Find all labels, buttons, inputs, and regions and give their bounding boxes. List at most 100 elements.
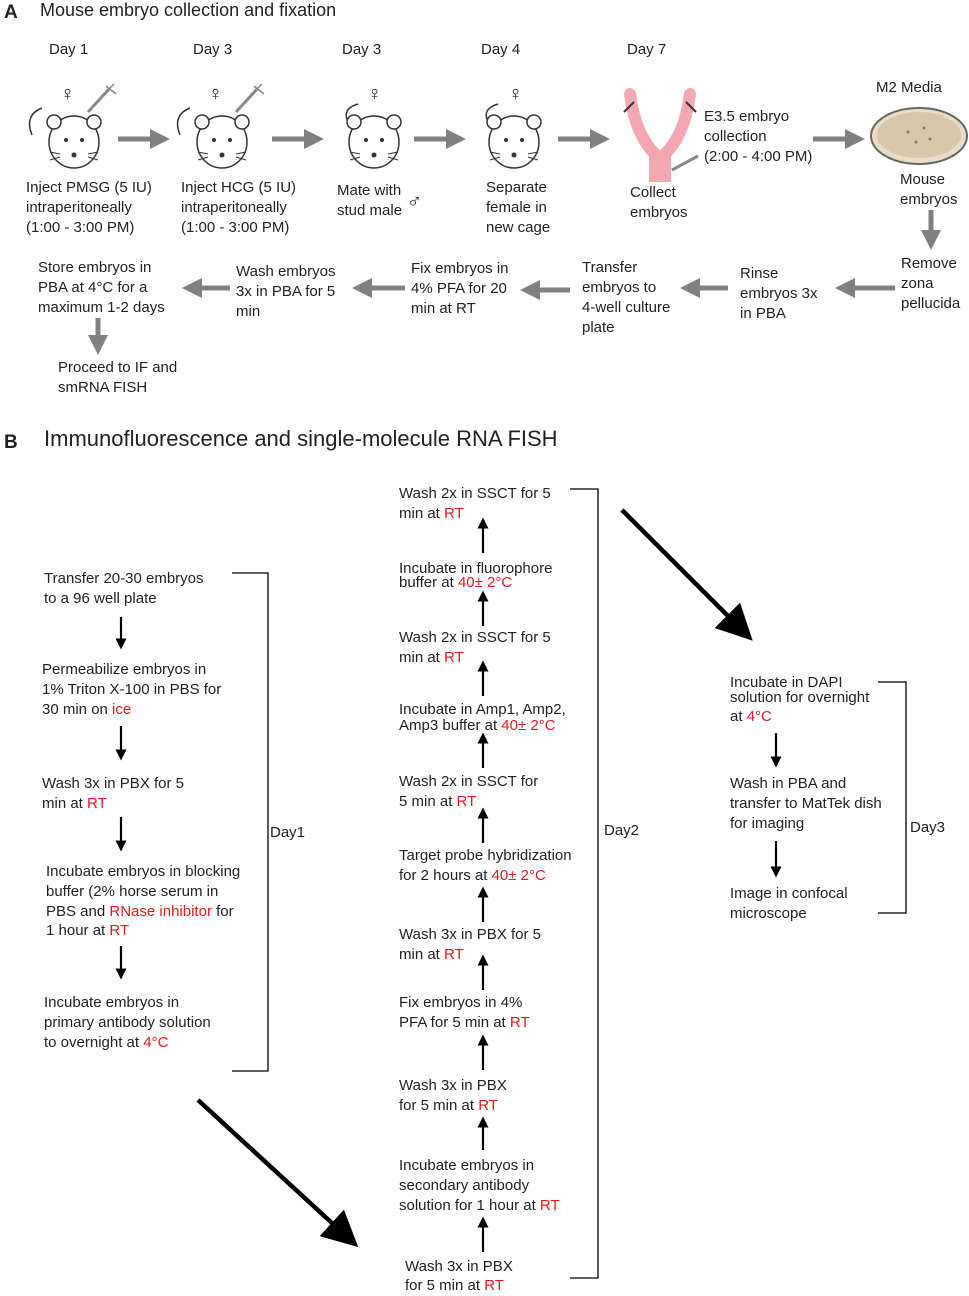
step-separate-2: female in (486, 199, 547, 216)
female-symbol-2: ♀ (208, 83, 223, 105)
rinse-1: Rinse (740, 265, 779, 282)
female-symbol-4: ♀ (508, 83, 523, 105)
d1-step5-l2: primary antibody solution (44, 1014, 211, 1031)
transfer-2: embryos to (582, 279, 657, 296)
d1-step4-l1: Incubate embryos in blocking (46, 863, 241, 880)
d2-step6-l1: Target probe hybridization (399, 847, 572, 864)
d2-step2-l1: Incubate embryos in (399, 1157, 535, 1174)
panel-b-title: Immunofluorescence and single-molecule R… (44, 426, 558, 451)
day2-bracket (570, 488, 599, 1279)
d2-step3-l1: Wash 3x in PBX (399, 1077, 507, 1094)
mouse-embryos-2: embryos (900, 191, 958, 208)
transfer-1: Transfer (582, 259, 638, 276)
d2-step2-l2: secondary antibody (399, 1177, 530, 1194)
d2-step4-l1: Fix embryos in 4% (399, 994, 523, 1011)
step-inject-hcg-3: (1:00 - 3:00 PM) (181, 219, 290, 236)
step-mate-1: Mate with (337, 182, 402, 199)
rinse-2: embryos 3x (740, 285, 818, 302)
d2-step5-l2: min at RT (399, 946, 464, 963)
d3-step1-l1: Incubate in DAPI (730, 674, 843, 691)
fix-3: min at RT (411, 300, 476, 317)
day-label-1: Day 1 (49, 41, 89, 58)
d1-step3-l2: min at RT (42, 795, 107, 812)
d2-step6-l2: for 2 hours at 40± 2°C (399, 867, 546, 884)
remove-zona-1: Remove (901, 255, 957, 272)
d2-step10-l1: Incubate in fluorophore (399, 560, 553, 577)
d2-step9-l2: min at RT (399, 649, 464, 666)
mouse-icon-2 (176, 83, 265, 169)
d2-step8-l2: Amp3 buffer at 40± 2°C (399, 717, 556, 734)
d1-step2-l2: 1% Triton X-100 in PBS for (42, 681, 222, 698)
step-mate-2: stud male (337, 202, 403, 219)
d1-step3-l1: Wash 3x in PBX for 5 (42, 775, 185, 792)
d2-step7-l1: Wash 2x in SSCT for (399, 773, 539, 790)
d1-step2-l3: 30 min on ice (42, 701, 132, 718)
e35-label-1: E3.5 embryo (704, 108, 790, 125)
d2-step1-l2: for 5 min at RT (405, 1277, 504, 1294)
store-2: PBA at 4°C for a (38, 279, 148, 296)
day2-label: Day2 (604, 822, 640, 839)
e35-label-2: collection (704, 128, 767, 145)
mouse-embryos-1: Mouse (900, 171, 946, 188)
step-collect-1: Collect (630, 184, 676, 201)
male-symbol: ♂ (407, 191, 422, 213)
d2-step8-l1: Incubate in Amp1, Amp2, (399, 701, 566, 718)
day1-label: Day1 (270, 824, 306, 841)
step-inject-hcg-1: Inject HCG (5 IU) (181, 179, 297, 196)
day-label-5: Day 7 (627, 41, 667, 58)
day1-bracket (232, 572, 269, 1072)
fix-1: Fix embryos in (411, 260, 509, 277)
d1-step1-l2: to a 96 well plate (44, 590, 157, 607)
petri-dish-icon (870, 107, 968, 165)
step-inject-pmsg-1: Inject PMSG (5 IU) (26, 179, 152, 196)
d2-step9-l1: Wash 2x in SSCT for 5 (399, 629, 551, 646)
d2-step10-l2: buffer at 40± 2°C (399, 574, 513, 591)
d1-step2-l1: Permeabilize embryos in (42, 661, 207, 678)
d1-step1-l1: Transfer 20-30 embryos (44, 570, 204, 587)
wash-1: Wash embryos (236, 263, 336, 280)
day-label-3: Day 3 (342, 41, 382, 58)
step-separate-3: new cage (486, 219, 551, 236)
fix-2: 4% PFA for 20 (411, 280, 507, 297)
d2-step2-l3: solution for 1 hour at RT (399, 1197, 560, 1214)
d2-step4-l2: PFA for 5 min at RT (399, 1014, 530, 1031)
d2-step5-l1: Wash 3x in PBX for 5 (399, 926, 542, 943)
d2-step3-l2: for 5 min at RT (399, 1097, 498, 1114)
d3-step2-l3: for imaging (730, 815, 805, 832)
proceed-2: smRNA FISH (58, 379, 148, 396)
remove-zona-3: pellucida (901, 295, 961, 312)
uterus-icon (623, 88, 699, 182)
d3-step2-l2: transfer to MatTek dish (730, 795, 882, 812)
d3-step3-l2: microscope (730, 905, 807, 922)
day3-bracket (878, 681, 907, 914)
e35-label-3: (2:00 - 4:00 PM) (704, 148, 813, 165)
panel-a-title: Mouse embryo collection and fixation (40, 0, 337, 20)
day-label-4: Day 4 (481, 41, 521, 58)
d2-step1-l1: Wash 3x in PBX (405, 1258, 513, 1275)
rinse-3: in PBA (740, 305, 786, 322)
transfer-3: 4-well culture (582, 299, 671, 316)
d2-step7-l2: 5 min at RT (399, 793, 477, 810)
d3-step3-l1: Image in confocal (730, 885, 848, 902)
d3-step1-l3: at 4°C (730, 708, 772, 725)
d1-step4-l2: buffer (2% horse serum in (46, 883, 219, 900)
d1-step4-l3: PBS and RNase inhibitor for (46, 903, 234, 920)
step-collect-2: embryos (630, 204, 688, 221)
female-symbol-3: ♀ (367, 83, 382, 105)
step-inject-pmsg-2: intraperitoneally (26, 199, 132, 216)
panel-b-letter: B (4, 432, 18, 453)
d1-step4-l4: 1 hour at RT (46, 922, 130, 939)
store-3: maximum 1-2 days (38, 299, 165, 316)
remove-zona-2: zona (901, 275, 934, 292)
proceed-1: Proceed to IF and (58, 359, 178, 376)
mouse-icon-3 (345, 103, 402, 169)
wash-3: min (236, 303, 261, 320)
mouse-icon-4 (485, 103, 542, 169)
d3-step1-l2: solution for overnight (730, 689, 870, 706)
female-symbol-1: ♀ (60, 83, 75, 105)
d2-step11-l2: min at RT (399, 505, 464, 522)
step-inject-hcg-2: intraperitoneally (181, 199, 287, 216)
store-1: Store embryos in (38, 259, 152, 276)
step-separate-1: Separate (486, 179, 547, 196)
